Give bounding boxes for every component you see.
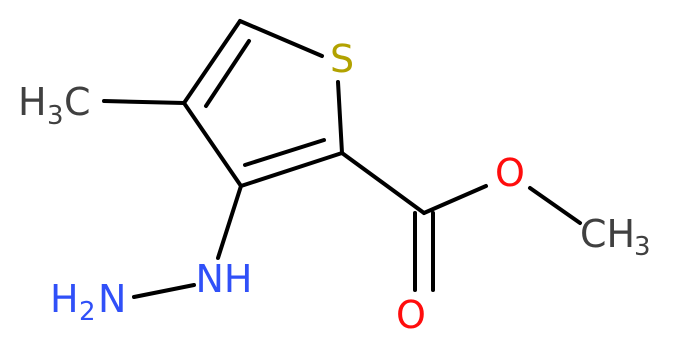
bond-c2-carbonyl [340, 151, 426, 215]
methyl-left-subscript: 3 [47, 101, 64, 131]
methyl-left-c-label: C [64, 80, 91, 124]
bond-o-methyl [528, 186, 582, 225]
bond-carbonyl-o [422, 184, 488, 215]
bond-c4-c5-double [204, 39, 251, 108]
ester-oxygen-label: O [495, 151, 525, 195]
nh-label: NH [196, 257, 253, 301]
methyl-right-ch-label: CH [580, 212, 635, 256]
bond-s-c2 [336, 80, 344, 155]
methyl-left-h-label: H [18, 80, 47, 124]
bonds [102, 19, 582, 299]
nh2-h-label: H [50, 277, 79, 321]
nh2-n-label: N [98, 277, 126, 321]
bond-c5-s [238, 19, 324, 58]
bond-nh-nh2 [132, 283, 196, 299]
bond-c4-methyl [102, 99, 186, 105]
sulfur-label: S [330, 37, 354, 81]
bond-c3-nh [216, 184, 243, 260]
methyl-right-subscript: 3 [634, 232, 651, 262]
bond-c2-c3-double [243, 138, 326, 167]
bond-c2-c3 [239, 151, 344, 188]
bond-c4-c5 [182, 19, 242, 105]
nh2-subscript: 2 [79, 297, 96, 327]
carbonyl-oxygen-label: O [396, 293, 426, 337]
bond-c3-c4 [182, 101, 243, 188]
